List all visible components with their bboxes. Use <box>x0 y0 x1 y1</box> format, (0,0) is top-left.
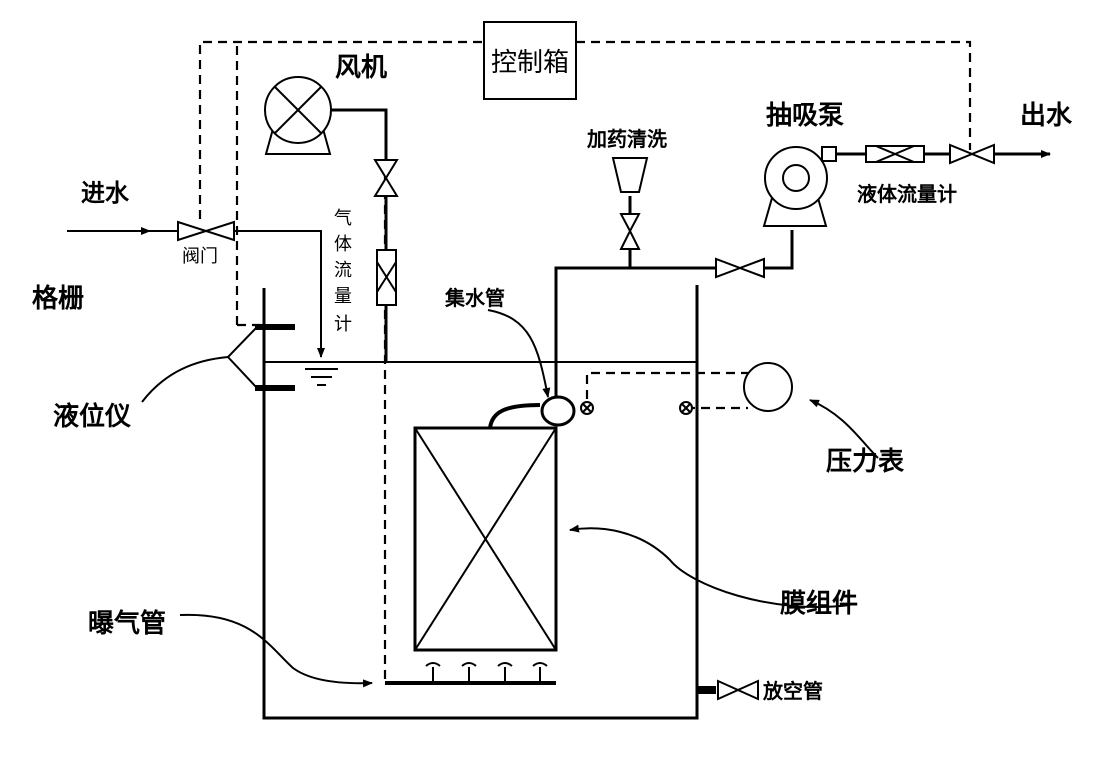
drain-valve-icon <box>717 679 759 701</box>
outlet-valve-icon <box>949 143 995 165</box>
outlet-pipe: 液体流量计 出水 <box>836 101 1073 206</box>
inlet-pipe: 进水 阀门 <box>67 179 325 358</box>
level-meter: 液位仪 <box>53 324 295 432</box>
liquid-flowmeter-label: 液体流量计 <box>857 182 957 206</box>
chemical-cleaning-label: 加药清洗 <box>586 127 667 151</box>
funnel-icon <box>611 157 649 193</box>
drain-pipe-label: 放空管 <box>762 679 823 703</box>
screen-label: 格栅 <box>32 283 84 314</box>
gas-flowmeter-icon <box>376 249 397 306</box>
membrane-module-label: 膜组件 <box>780 588 858 619</box>
sensor-icon <box>580 401 594 415</box>
water-level-icon <box>305 368 338 386</box>
svg-text:流: 流 <box>334 260 352 281</box>
inlet-valve-icon <box>177 220 235 242</box>
control-signal-lines <box>198 40 972 680</box>
outlet-label: 出水 <box>1020 101 1073 131</box>
sensor-icon-2 <box>679 401 693 415</box>
aeration-pipe: 曝气管 <box>88 608 556 688</box>
svg-text:量: 量 <box>334 286 352 307</box>
blower-label: 风机 <box>335 53 387 83</box>
cleaning-valve-icon <box>619 213 641 250</box>
control-box-label: 控制箱 <box>491 48 569 78</box>
inlet-label: 进水 <box>81 179 130 207</box>
svg-text:气: 气 <box>334 208 352 229</box>
gas-flowmeter-label: 气 体 流 量 计 <box>334 208 352 335</box>
level-meter-label: 液位仪 <box>53 401 132 432</box>
collector-pipe-label: 集水管 <box>444 286 505 310</box>
pressure-gauge-label: 压力表 <box>826 447 905 477</box>
liquid-flowmeter-icon <box>865 145 925 163</box>
blower-icon <box>264 76 332 155</box>
membrane-module-icon <box>413 426 558 652</box>
pump-icon <box>762 146 837 227</box>
suction-pipe: 加药清洗 <box>554 127 794 397</box>
valve-label: 阀门 <box>182 246 218 267</box>
svg-text:计: 计 <box>334 314 352 335</box>
control-box: 控制箱 <box>483 21 577 100</box>
air-pipe <box>330 108 399 362</box>
pressure-gauge-icon: 压力表 <box>743 362 905 477</box>
suction-valve-icon <box>715 257 765 279</box>
collector-pipe: 集水管 <box>444 286 693 429</box>
diffuser-icon <box>425 662 548 682</box>
drain-pipe: 放空管 <box>697 679 823 703</box>
suction-pump-label: 抽吸泵 <box>766 101 844 131</box>
svg-text:体: 体 <box>334 234 352 255</box>
tank <box>262 285 699 720</box>
air-valve-icon <box>373 159 399 197</box>
aeration-pipe-label: 曝气管 <box>88 608 166 639</box>
